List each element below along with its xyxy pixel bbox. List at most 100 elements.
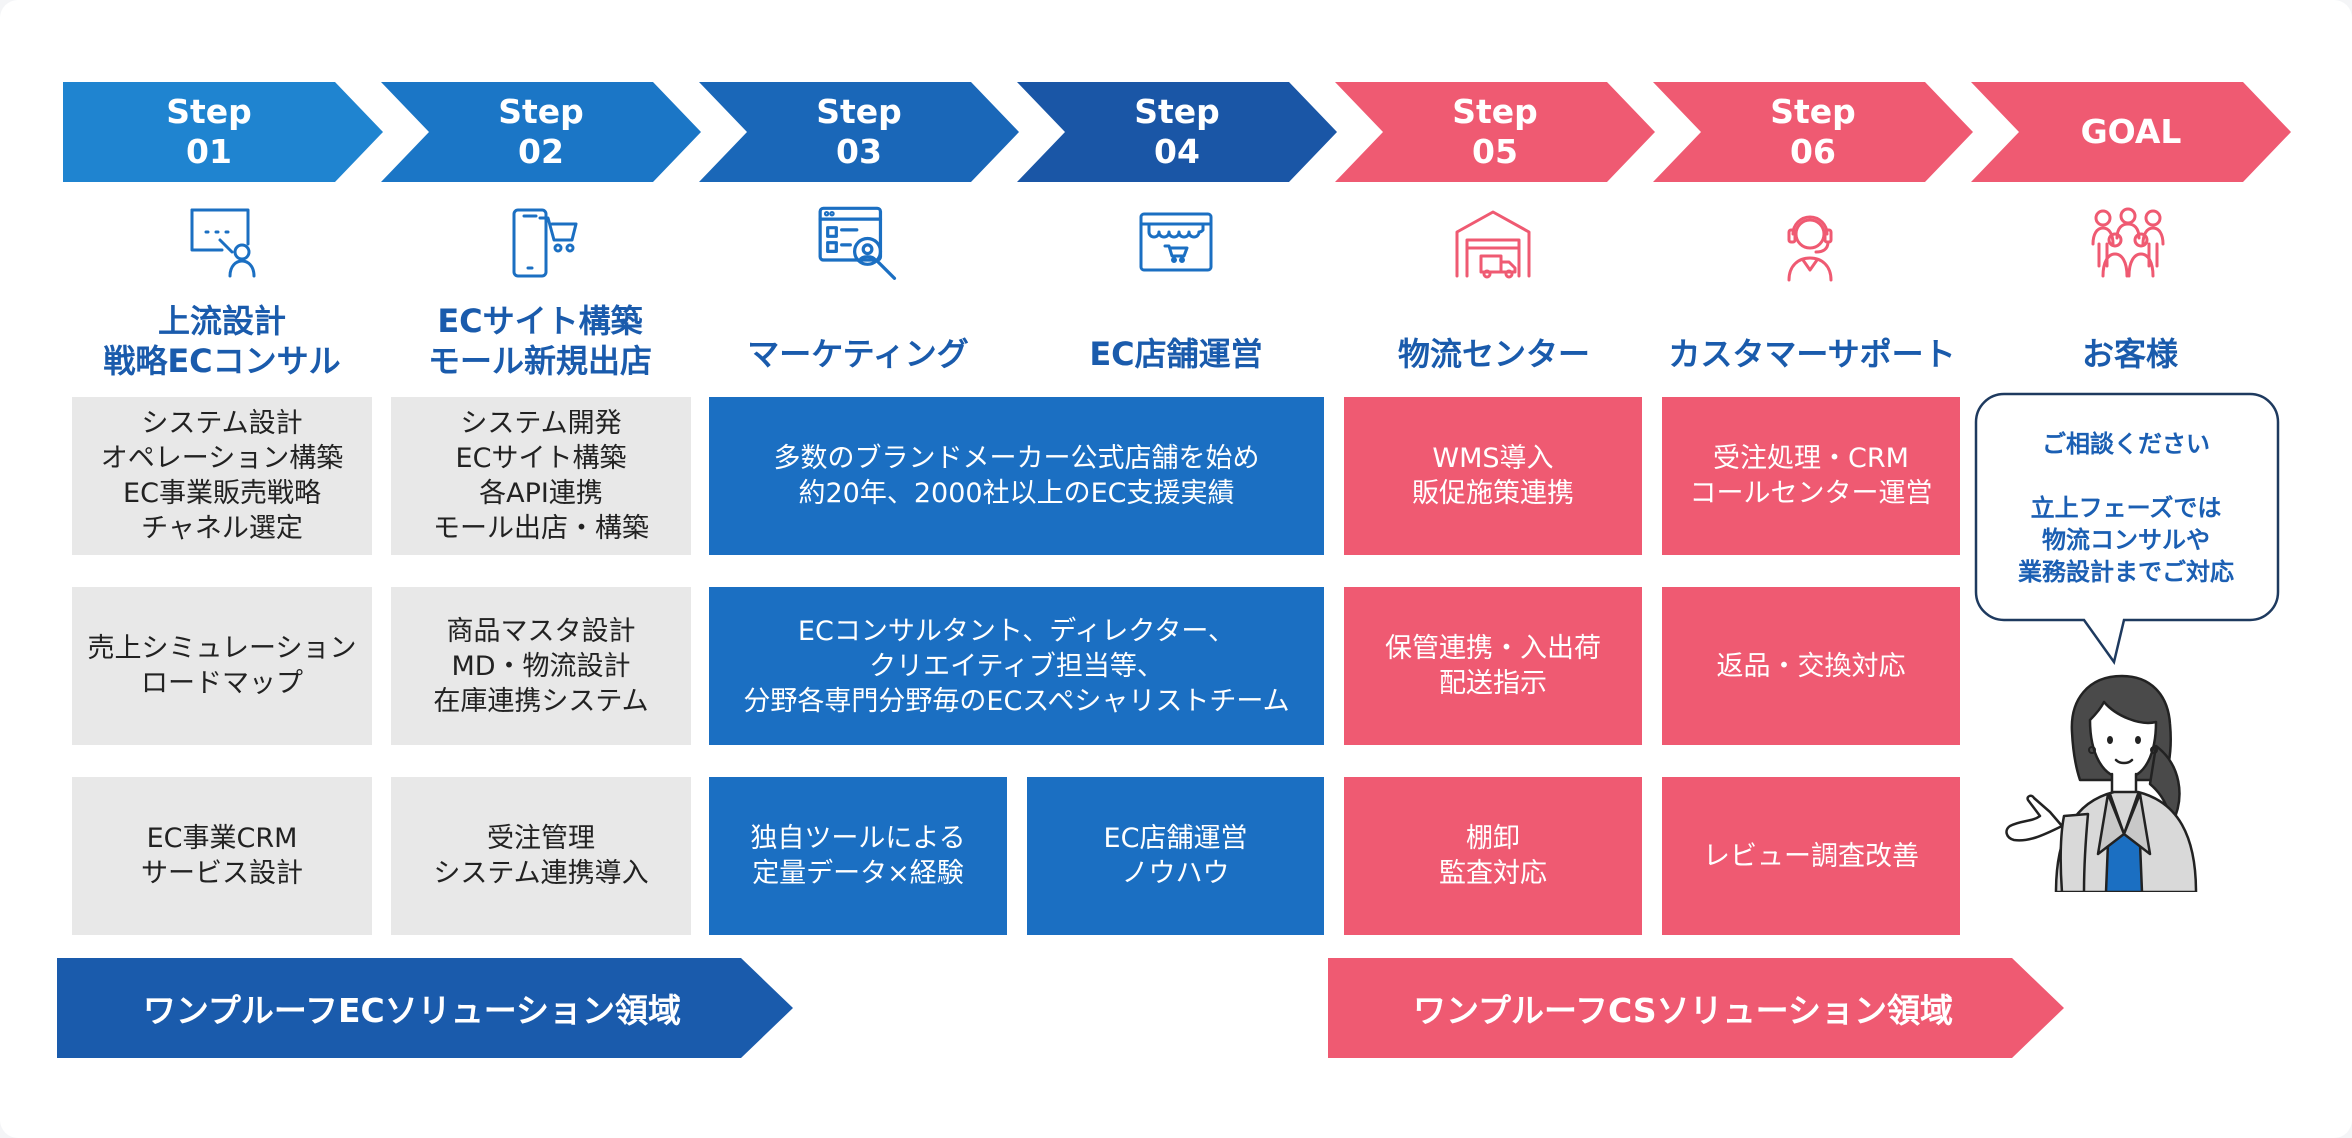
bubble-line: 物流コンサルや <box>2042 526 2210 554</box>
step-number: 02 <box>518 132 564 171</box>
box-line: 定量データ×経験 <box>752 858 964 889</box>
step-02-box-3: 受注管理 システム連携導入 <box>391 777 691 935</box>
step-01-box-3: EC事業CRM サービス設計 <box>72 777 372 935</box>
box-line: ロードマップ <box>141 668 303 699</box>
bubble-line: 業務設計までご対応 <box>2018 558 2234 586</box>
step-02-title: ECサイト構築 モール新規出店 <box>390 296 690 386</box>
box-line: 商品マスタ設計 <box>446 615 636 647</box>
speech-bubble-shape <box>1974 392 2280 665</box>
box-line: サービス設計 <box>141 858 303 889</box>
box-line: EC事業販売戦略 <box>123 478 321 509</box>
ec-solution-label: ワンプルーフECソリューション領域 <box>142 991 682 1030</box>
step-05-title: 物流センター <box>1344 296 1644 386</box>
box-line: チャネル選定 <box>141 513 303 544</box>
box-line: 分野各専門分野毎のECスペシャリストチーム <box>743 685 1290 717</box>
box-line: 販促施策連携 <box>1412 478 1574 509</box>
bubble-line: 立上フェーズでは <box>2030 494 2222 522</box>
step-06-box-2: 返品・交換対応 <box>1662 587 1960 745</box>
step-06-title: カスタマーサポート <box>1662 296 1962 386</box>
step-label: Step <box>1134 92 1220 131</box>
box-line: 受注処理・CRM <box>1713 443 1909 474</box>
step-label: Step <box>166 92 252 131</box>
title-line: 戦略ECコンサル <box>103 342 341 380</box>
title-line: お客様 <box>2081 335 2178 373</box>
step-01-box-2: 売上シミュレーション ロードマップ <box>72 587 372 745</box>
box-line: 各API連携 <box>479 478 603 509</box>
step-06-box-3: レビュー調査改善 <box>1662 777 1960 935</box>
box-line: オペレーション構築 <box>100 443 344 474</box>
box-line: EC事業CRM <box>146 823 298 854</box>
step-number: 06 <box>1790 132 1836 171</box>
title-line: ECサイト構築 <box>437 302 643 340</box>
step-03-box-3: 独自ツールによる 定量データ×経験 <box>709 777 1007 935</box>
step-05-box-2: 保管連携・入出荷 配送指示 <box>1344 587 1642 745</box>
step-04-box-3: EC店舗運営 ノウハウ <box>1027 777 1324 935</box>
box-line: 在庫連携システム <box>433 685 649 717</box>
consulting-presentation-icon <box>186 204 264 282</box>
title-line: マーケティング <box>747 335 969 373</box>
warehouse-truck-icon <box>1453 204 1531 282</box>
presenter-woman-illustration <box>2005 674 2198 892</box>
step-label: Step <box>1452 92 1538 131</box>
box-line: MD・物流設計 <box>451 650 631 682</box>
marketing-store-box-1: 多数のブランドメーカー公式店舗を始め 約20年、2000社以上のEC支援実績 <box>709 397 1324 555</box>
step-04-title: EC店舗運営 <box>1026 296 1326 386</box>
smartphone-cart-icon <box>504 204 582 282</box>
box-line: レビュー調査改善 <box>1703 840 1919 872</box>
box-line: 約20年、2000社以上のEC支援実績 <box>798 478 1235 509</box>
box-line: システム設計 <box>141 408 303 439</box>
cs-solution-label: ワンプルーフCSソリューション領域 <box>1413 991 1953 1030</box>
box-line: ECサイト構築 <box>455 443 627 474</box>
box-line: 保管連携・入出荷 <box>1385 633 1601 664</box>
headset-operator-icon <box>1771 204 1849 282</box>
browser-magnifier-icon <box>818 204 897 282</box>
goal-arrow: GOAL <box>1971 82 2291 182</box>
title-line: 上流設計 <box>157 302 286 340</box>
cs-solution-band: ワンプルーフCSソリューション領域 <box>1328 958 2064 1058</box>
box-line: 棚卸 <box>1466 823 1520 854</box>
bubble-headline: ご相談ください <box>2042 430 2210 458</box>
box-line: 返品・交換対応 <box>1716 650 1906 682</box>
box-line: 独自ツールによる <box>750 823 966 854</box>
marketing-store-box-2: ECコンサルタント、ディレクター、 クリエイティブ担当等、 分野各専門分野毎のE… <box>709 587 1324 745</box>
step-number: 05 <box>1472 132 1518 171</box>
goal-label: GOAL <box>2080 112 2182 151</box>
box-line: システム開発 <box>460 408 622 439</box>
box-line: 多数のブランドメーカー公式店舗を始め <box>773 443 1260 474</box>
box-line: EC店舗運営 <box>1103 823 1248 854</box>
consultation-bubble: ご相談ください 立上フェーズでは 物流コンサルや 業務設計までご対応 <box>1976 393 2276 623</box>
step-01-title: 上流設計 戦略ECコンサル <box>72 296 372 386</box>
box-line: 監査対応 <box>1439 858 1547 889</box>
title-line: 物流センター <box>1397 335 1590 373</box>
ec-solution-band: ワンプルーフECソリューション領域 <box>57 958 793 1058</box>
title-line: EC店舗運営 <box>1089 335 1263 373</box>
box-line: コールセンター運営 <box>1689 478 1933 509</box>
box-line: システム連携導入 <box>433 858 649 889</box>
title-line: カスタマーサポート <box>1668 335 1956 373</box>
step-02-box-2: 商品マスタ設計 MD・物流設計 在庫連携システム <box>391 587 691 745</box>
online-store-icon <box>1137 204 1215 282</box>
customers-group-icon <box>2089 204 2167 282</box>
step-05-box-1: WMS導入 販促施策連携 <box>1344 397 1642 555</box>
box-line: 受注管理 <box>487 823 595 854</box>
title-line: モール新規出店 <box>427 342 652 380</box>
box-line: クリエイティブ担当等、 <box>869 650 1164 682</box>
step-03-title: マーケティング <box>708 296 1008 386</box>
step-label: Step <box>816 92 902 131</box>
step-number: 03 <box>836 132 882 171</box>
step-label: Step <box>1770 92 1856 131</box>
box-line: ECコンサルタント、ディレクター、 <box>797 615 1236 647</box>
step-01-box-1: システム設計 オペレーション構築 EC事業販売戦略 チャネル選定 <box>72 397 372 555</box>
box-line: WMS導入 <box>1432 443 1554 474</box>
goal-title: お客様 <box>1980 296 2280 386</box>
box-line: ノウハウ <box>1121 858 1230 889</box>
step-label: Step <box>498 92 584 131</box>
step-number: 04 <box>1154 132 1200 171</box>
step-02-box-1: システム開発 ECサイト構築 各API連携 モール出店・構築 <box>391 397 691 555</box>
step-06-box-1: 受注処理・CRM コールセンター運営 <box>1662 397 1960 555</box>
